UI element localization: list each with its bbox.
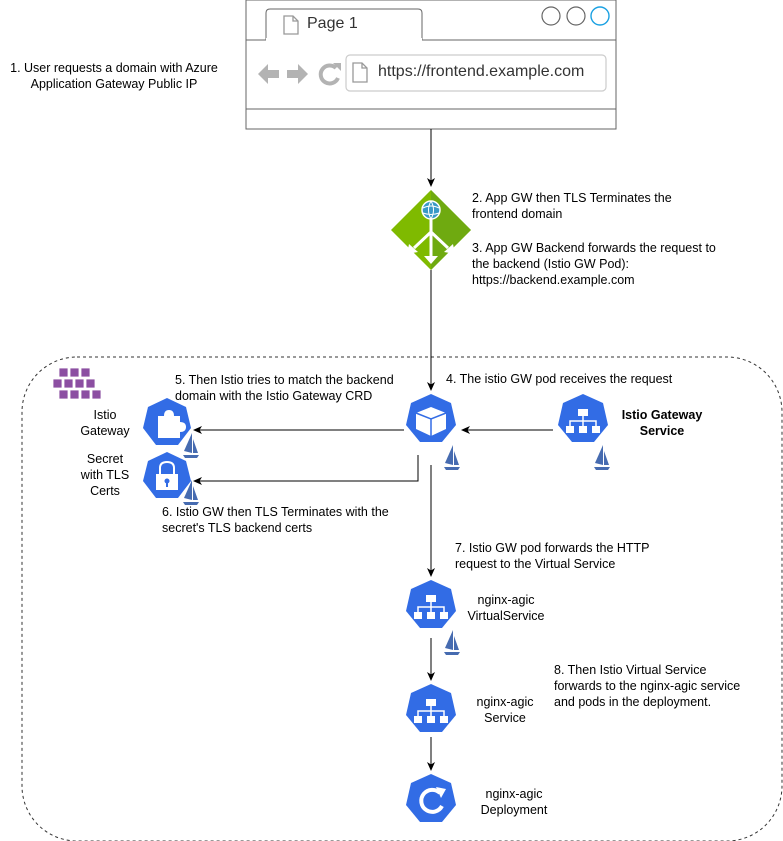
istio-gateway-pod-icon: [406, 394, 460, 470]
browser-window: [245, 0, 617, 130]
browser-url[interactable]: https://frontend.example.com: [378, 63, 585, 80]
url-page-icon: [352, 62, 368, 83]
istio-gateway-service-icon: [558, 394, 610, 470]
istio-gateway-crd-icon: [143, 398, 199, 458]
aks-cluster-icon: [52, 367, 102, 400]
address-bar[interactable]: [345, 54, 607, 92]
forward-arrow-icon[interactable]: [287, 64, 308, 84]
tab-page-icon: [283, 15, 299, 35]
cluster-boundary: [21, 356, 783, 841]
secret-icon: [143, 452, 199, 505]
connectors: [193, 129, 553, 771]
browser-tab-label: Page 1: [307, 15, 358, 32]
step-4-label: 4. The istio GW pod receives the request: [446, 372, 673, 386]
back-arrow-icon[interactable]: [258, 64, 279, 84]
step-6-label: 6. Istio GW then TLS Terminates with the…: [162, 505, 389, 535]
virtualservice-icon: [406, 580, 460, 655]
window-control-circle[interactable]: [541, 6, 561, 26]
window-control-circle[interactable]: [590, 6, 610, 26]
service-icon: [406, 684, 456, 732]
step-5-label: 5. Then Istio tries to match the backend…: [175, 373, 394, 403]
browser-tab[interactable]: [265, 8, 423, 40]
reload-icon[interactable]: [318, 63, 341, 86]
step-3-label: 3. App GW Backend forwards the request t…: [472, 241, 716, 287]
deployment-icon: [406, 774, 456, 822]
application-gateway-icon: [391, 190, 471, 270]
edge-pod-to-secret: [193, 455, 419, 485]
window-control-circle[interactable]: [566, 6, 586, 26]
